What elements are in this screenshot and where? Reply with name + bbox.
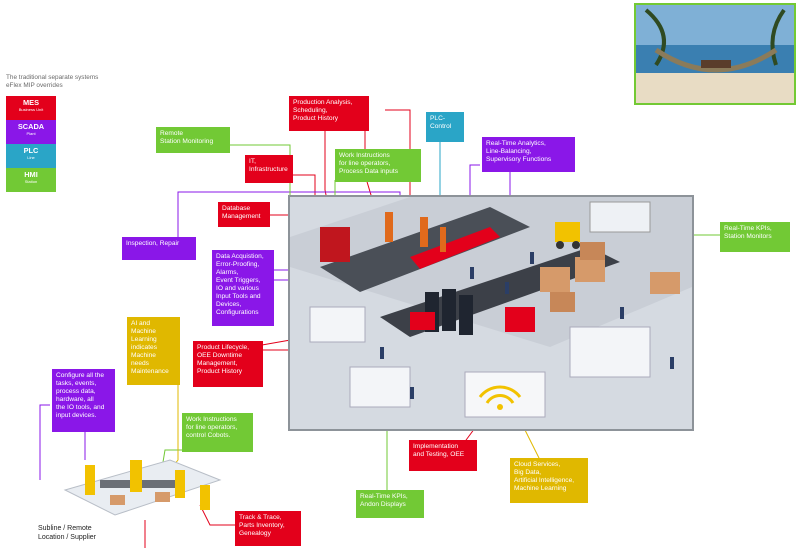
it-infrastructure-box: IT, Infrastructure [245,155,293,183]
legend-hmi-sub: Station [24,179,38,184]
remote-station-monitoring-box: Remote Station Monitoring [156,127,230,153]
work-instructions-cobots-box: Work Instructions for line operators, co… [182,413,253,452]
legend-title: The traditional separate systems eFlex M… [6,74,99,89]
data-acquisition-box: Data Acquistion, Error-Proofing, Alarms,… [212,250,274,326]
subline-caption: Subline / Remote Location / Supplier [38,525,96,541]
legend-hmi-label: HMI [24,170,38,179]
legend-mes: MES Business Unit [6,96,56,120]
legend-scada: SCADA Plant [6,120,56,144]
realtime-analytics-box: Real-Time Analytics, Line-Balancing, Sup… [482,137,575,172]
plc-control-box: PLC- Control [426,112,464,142]
hammock-photo [634,3,796,105]
legend-mes-label: MES [22,98,39,107]
factory-illustration [290,197,692,429]
subline-illustration [63,459,222,516]
legend-hmi: HMI Station [6,168,56,192]
legend-scada-label: SCADA [17,122,45,131]
legend-mes-sub: Business Unit [18,107,44,112]
inspection-repair-box: Inspection, Repair [122,237,196,260]
implementation-testing-box: Implementation and Testing, OEE [409,440,477,471]
configure-box: Configure all the tasks, events, process… [52,369,115,432]
legend-scada-sub: Plant [26,131,36,136]
legend-plc: PLC Line [6,144,56,168]
realtime-kpis-andon-box: Real-Time KPIs, Andon Displays [356,490,424,518]
product-lifecycle-box: Product Lifecycle, OEE Downtime Manageme… [193,341,263,387]
work-instructions-process-box: Work Instructions for line operators, Pr… [335,149,421,182]
track-trace-box: Track & Trace, Parts Inventory, Genealog… [235,511,301,546]
cloud-services-box: Cloud Services, Big Data, Artificial Int… [510,458,588,503]
ai-maintenance-box: AI and Machine Learning indicates Machin… [127,317,180,385]
realtime-kpis-station-box: Real-Time KPIs, Station Monitors [720,222,790,252]
factory-scene [288,195,694,431]
legend-plc-label: PLC [23,146,39,155]
database-management-box: Database Management [218,202,270,227]
legend-plc-sub: Line [27,155,35,160]
production-analysis-box: Production Analysis, Scheduling, Product… [289,96,369,131]
